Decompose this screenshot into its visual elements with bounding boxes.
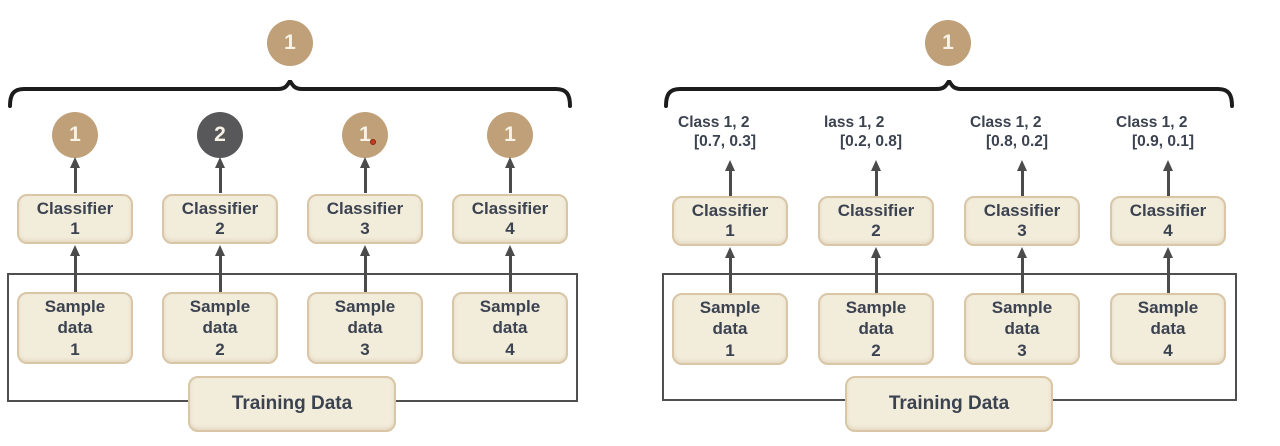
- prediction-classes: lass 1, 2: [824, 114, 885, 131]
- training-data-box: Training Data: [188, 376, 396, 432]
- sample-box-2: Sample data 2: [818, 293, 934, 365]
- arrow-up: [1163, 160, 1172, 196]
- arrow-up: [871, 160, 880, 196]
- arrow-up: [70, 157, 79, 193]
- prediction-probs: [0.2, 0.8]: [840, 132, 903, 150]
- classifier-box-3: Classifier 3: [964, 196, 1080, 246]
- sample-box-1: Sample data 1: [672, 293, 788, 365]
- training-data-box: Training Data: [845, 376, 1053, 432]
- classifier-box-4: Classifier 4: [452, 194, 568, 244]
- arrow-up: [360, 245, 369, 292]
- vote-value-3: 1: [359, 123, 371, 146]
- vote-circle-2: 2: [197, 112, 243, 158]
- aggregate-vote-circle: 1: [267, 20, 313, 66]
- prediction-classes: Class 1, 2: [678, 114, 750, 131]
- sample-box-1: Sample data 1: [17, 292, 133, 364]
- prediction-label-3: Class 1, 2 [0.8, 0.2]: [970, 114, 1100, 152]
- sample-box-2: Sample data 2: [162, 292, 278, 364]
- prediction-probs: [0.7, 0.3]: [694, 132, 757, 150]
- arrow-up: [1017, 247, 1026, 293]
- prediction-probs: [0.8, 0.2]: [986, 132, 1049, 150]
- arrow-up: [725, 247, 734, 293]
- arrow-up: [725, 160, 734, 196]
- sample-box-3: Sample data 3: [964, 293, 1080, 365]
- arrow-up: [505, 245, 514, 292]
- arrow-up: [1163, 247, 1172, 293]
- arrow-up: [215, 157, 224, 193]
- aggregate-vote-value: 1: [942, 31, 954, 54]
- classifier-box-2: Classifier 2: [818, 196, 934, 246]
- aggregate-vote-value: 1: [284, 31, 296, 54]
- prediction-classes: Class 1, 2: [1116, 114, 1188, 131]
- arrow-up: [70, 245, 79, 292]
- overbrace: [8, 80, 572, 108]
- arrow-up: [871, 247, 880, 293]
- prediction-classes: Class 1, 2: [970, 114, 1042, 131]
- classifier-box-1: Classifier 1: [672, 196, 788, 246]
- red-dot: [370, 139, 376, 145]
- sample-box-4: Sample data 4: [452, 292, 568, 364]
- prediction-label-1: Class 1, 2 [0.7, 0.3]: [678, 114, 808, 152]
- vote-value-4: 1: [504, 123, 516, 146]
- overbrace: [664, 80, 1234, 108]
- aggregate-vote-circle: 1: [925, 20, 971, 66]
- classifier-box-4: Classifier 4: [1110, 196, 1226, 246]
- vote-circle-1: 1: [52, 112, 98, 158]
- vote-value-1: 1: [69, 123, 81, 146]
- prediction-label-4: Class 1, 2 [0.9, 0.1]: [1116, 114, 1246, 152]
- classifier-box-3: Classifier 3: [307, 194, 423, 244]
- arrow-up: [360, 157, 369, 193]
- sample-box-3: Sample data 3: [307, 292, 423, 364]
- arrow-up: [1017, 160, 1026, 196]
- sample-box-4: Sample data 4: [1110, 293, 1226, 365]
- arrow-up: [505, 157, 514, 193]
- prediction-label-2: lass 1, 2 [0.2, 0.8]: [824, 114, 954, 152]
- vote-value-2: 2: [214, 123, 226, 146]
- prediction-probs: [0.9, 0.1]: [1132, 132, 1195, 150]
- classifier-box-1: Classifier 1: [17, 194, 133, 244]
- classifier-box-2: Classifier 2: [162, 194, 278, 244]
- arrow-up: [215, 245, 224, 292]
- vote-circle-4: 1: [487, 112, 533, 158]
- vote-circle-3: 1: [342, 112, 388, 158]
